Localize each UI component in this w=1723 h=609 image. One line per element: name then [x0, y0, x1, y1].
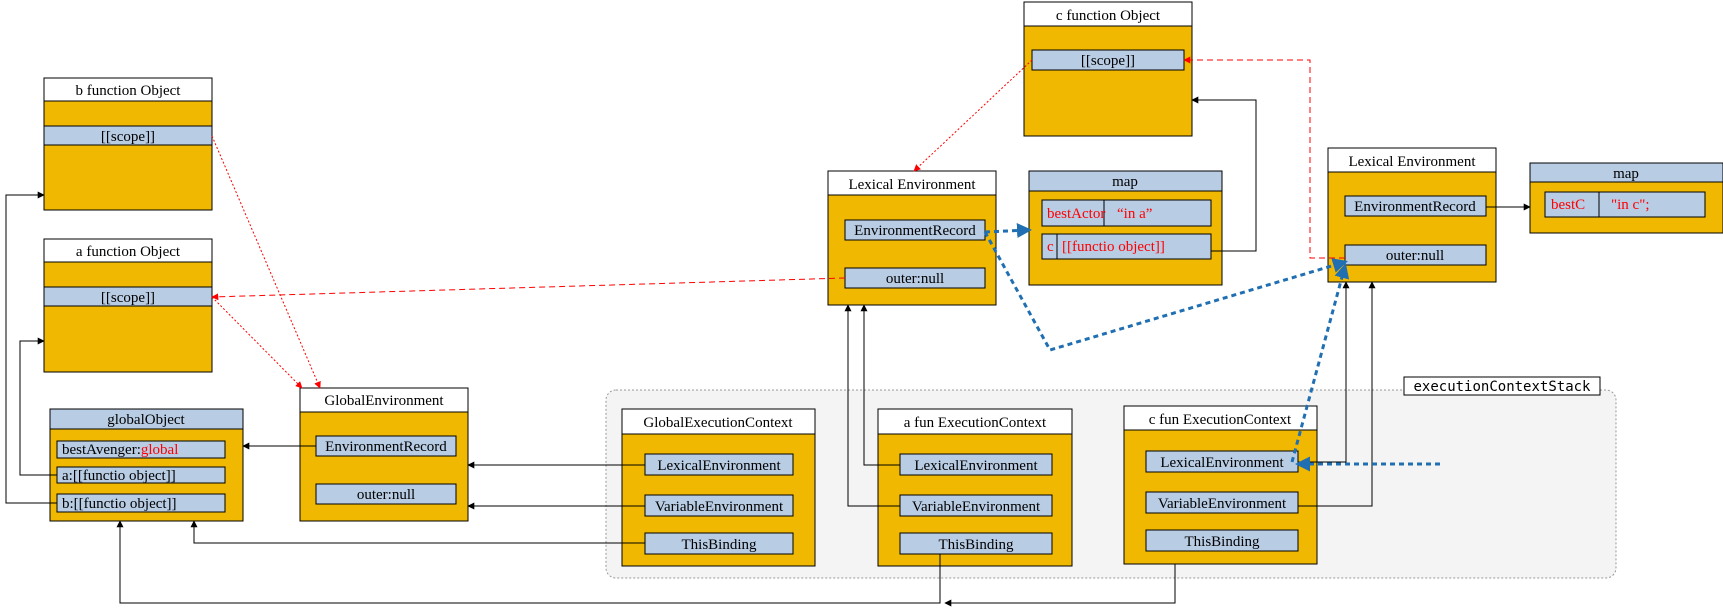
lex-c-record-label: EnvironmentRecord [1354, 199, 1476, 215]
a-functio-label: a:[[functio object]] [62, 468, 176, 484]
a-function-object: a function Object [[scope]] [43, 238, 213, 373]
c-ec-variable-label: VariableEnvironment [1158, 496, 1287, 512]
global-ec-lexical-label: LexicalEnvironment [657, 458, 781, 474]
lex-a-record-label: EnvironmentRecord [854, 223, 976, 239]
map-c-row-best-c [1544, 191, 1706, 218]
best-avenger-key: bestAvenger: [62, 442, 141, 458]
link-lex-a-outer-to-a-scope [211, 277, 846, 301]
lex-c-record-cell [1344, 195, 1487, 217]
link-a-scope-to-global-env [211, 296, 303, 389]
b-function-title: b function Object [76, 83, 182, 99]
link-b-scope-to-global-env [211, 135, 321, 389]
lex-c-outer-cell [1344, 244, 1487, 266]
map-c-best-c-value: "in c"; [1611, 197, 1650, 213]
map-a-row-best-actor [1041, 199, 1212, 227]
lexical-environment-c-title: Lexical Environment [1348, 154, 1476, 170]
stack-label: executionContextStack [1413, 379, 1591, 395]
lex-a-record-cell [844, 219, 986, 241]
b-scope-cell [43, 125, 213, 146]
lexical-environment-c: Lexical Environment EnvironmentRecord ou… [1327, 147, 1497, 283]
c-fun-execution-context: c fun ExecutionContext LexicalEnvironmen… [1123, 405, 1318, 565]
link-global-ec-this [190, 520, 645, 544]
link-a-ec-lexical [860, 304, 900, 466]
lexical-environment-a: Lexical Environment EnvironmentRecord ou… [827, 170, 997, 306]
map-c: map bestC "in c"; [1529, 162, 1723, 234]
a-ec-variable-label: VariableEnvironment [912, 499, 1041, 515]
black-connectors [5, 96, 1531, 607]
link-a-ec-this [116, 520, 941, 604]
c-ec-this-cell [1145, 529, 1299, 552]
link-a-row-to-a-function [19, 337, 57, 476]
b-functio-label: b:[[functio object]] [62, 496, 177, 512]
svg-text:bestAvenger:global: bestAvenger:global [62, 442, 178, 458]
map-c-title: map [1613, 166, 1639, 182]
link-c-ec-lexical-to-lex-c-outer [1290, 263, 1350, 463]
lexical-environment-a-title: Lexical Environment [848, 177, 976, 193]
c-ec-lexical-label: LexicalEnvironment [1160, 455, 1284, 471]
global-env-outer-label: outer:null [357, 487, 415, 503]
a-ec-this-cell [899, 532, 1053, 555]
execution-context-stack: executionContextStack [605, 376, 1617, 579]
c-scope-label: [[scope]] [1081, 53, 1135, 69]
best-avenger-row [56, 440, 226, 459]
global-environment: GlobalEnvironment EnvironmentRecord oute… [299, 387, 469, 522]
c-function-object: c function Object [[scope]] [1023, 1, 1193, 137]
global-env-record-label: EnvironmentRecord [325, 439, 447, 455]
a-ec-title: a fun ExecutionContext [904, 415, 1047, 431]
stack-label-box [1403, 376, 1601, 396]
link-c-ec-lexical [1298, 281, 1350, 463]
a-fun-execution-context: a fun ExecutionContext LexicalEnvironmen… [877, 408, 1073, 567]
map-a-c-key: c [1047, 239, 1054, 255]
link-lex-a-record-to-map-a [984, 223, 1032, 239]
a-function-title: a function Object [76, 244, 181, 260]
map-a-best-actor-value: “in a” [1117, 206, 1152, 222]
link-c-scope-to-lex-a [913, 59, 1033, 172]
c-ec-this-label: ThisBinding [1184, 534, 1260, 550]
global-execution-context: GlobalExecutionContext LexicalEnvironmen… [621, 408, 816, 567]
global-ec-title: GlobalExecutionContext [643, 415, 793, 431]
link-c-ec-variable [1298, 281, 1376, 507]
lex-c-outer-label: outer:null [1386, 248, 1444, 264]
map-a-row-c [1041, 233, 1212, 260]
global-env-outer-cell [315, 483, 457, 505]
lex-a-outer-label: outer:null [886, 271, 944, 287]
c-ec-variable-cell [1145, 491, 1299, 514]
a-ec-lexical-label: LexicalEnvironment [914, 458, 1038, 474]
global-object: globalObject bestAvenger:global a:[[func… [49, 408, 244, 522]
global-ec-variable-label: VariableEnvironment [655, 499, 784, 515]
red-connectors [211, 56, 1345, 389]
link-b-row-to-b-function [5, 191, 57, 504]
map-a: map bestActor “in a” c [[functio object]… [1028, 170, 1223, 286]
global-object-title: globalObject [107, 412, 185, 428]
link-map-c-row-to-c-function [1191, 96, 1257, 252]
b-scope-label: [[scope]] [101, 129, 155, 145]
b-function-object: b function Object [[scope]] [43, 77, 213, 211]
global-ec-this-label: ThisBinding [681, 537, 757, 553]
best-avenger-value: global [141, 442, 179, 458]
link-c-ec-this [944, 564, 1176, 607]
a-scope-label: [[scope]] [101, 290, 155, 306]
link-a-ec-variable [844, 304, 900, 507]
link-lex-c-outer-to-c-scope [1183, 56, 1345, 259]
c-ec-title: c fun ExecutionContext [1149, 412, 1292, 428]
map-c-best-c-key: bestC [1551, 197, 1585, 213]
global-environment-title: GlobalEnvironment [324, 393, 444, 409]
blue-connectors [983, 223, 1440, 472]
map-a-best-actor-key: bestActor [1047, 206, 1105, 222]
a-ec-this-label: ThisBinding [938, 537, 1014, 553]
map-a-c-value: [[functio object]] [1062, 239, 1165, 255]
c-function-title: c function Object [1056, 8, 1161, 24]
map-a-title: map [1112, 174, 1138, 190]
